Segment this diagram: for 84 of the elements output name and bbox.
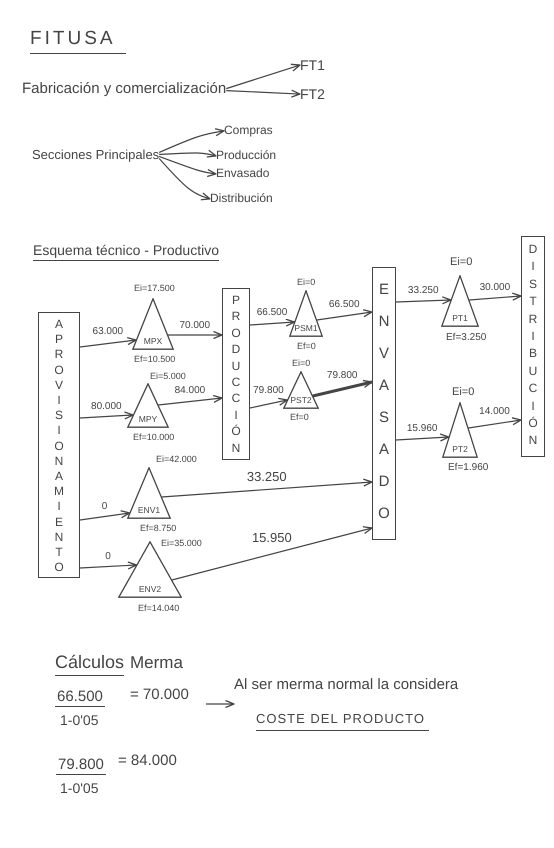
fraction-numerator: 66.500 xyxy=(55,688,105,708)
text-label: FT1 xyxy=(300,57,325,74)
vertical-label: PRODUCCIÓN xyxy=(230,292,242,456)
annotation-text: Ef=10.000 xyxy=(133,432,174,442)
annotation-text: Ei=0 xyxy=(452,386,474,399)
arrow xyxy=(172,526,373,581)
arrow xyxy=(469,292,522,301)
arrow xyxy=(80,336,137,348)
text-label: Fabricación y comercialización xyxy=(22,80,226,98)
arrow xyxy=(158,156,217,178)
text-label: Secciones Principales xyxy=(32,148,160,163)
vertical-label: DISTRIBUCIÓN xyxy=(528,241,538,450)
note-text: COSTE DEL PRODUCTO xyxy=(256,712,429,731)
annotation-text: Ei=0 xyxy=(297,277,316,288)
annotation-text: Ei=0 xyxy=(292,358,310,368)
node-label: PT2 xyxy=(452,445,468,455)
text-label: Producción xyxy=(216,149,276,163)
edge-label: 80.000 xyxy=(90,400,123,412)
arrow xyxy=(226,64,301,90)
page-title: FITUSA xyxy=(30,28,126,54)
node-label: MPX xyxy=(144,337,162,347)
arrow xyxy=(468,417,522,429)
arrow xyxy=(396,296,452,304)
vertical-label: APROVISIONAMIENTO xyxy=(54,317,64,576)
arrow xyxy=(80,510,130,521)
edge-label: 0 xyxy=(100,500,108,512)
edge-label: 66.500 xyxy=(328,298,361,310)
text-label: FT2 xyxy=(300,86,325,102)
edge-label: 70.000 xyxy=(178,320,212,332)
annotation-text: Ef=8.750 xyxy=(140,523,176,534)
text-label: Distribución xyxy=(210,192,273,206)
arrow xyxy=(158,158,211,200)
process-column xyxy=(372,267,396,540)
edge-label: 84.000 xyxy=(174,384,206,396)
edge-label: 15.950 xyxy=(250,530,293,546)
equation-result: = 84.000 xyxy=(118,752,177,770)
annotation-text: Ei=0 xyxy=(450,256,472,269)
node-label: ENV2 xyxy=(138,585,162,595)
equation-result: = 70.000 xyxy=(130,686,189,704)
section-heading: Cálculos xyxy=(55,652,124,676)
arrow xyxy=(250,398,288,409)
arrow xyxy=(168,330,223,340)
arrow xyxy=(162,478,373,498)
fraction-denominator: 1-0'05 xyxy=(60,780,98,796)
annotation-text: Ei=5.000 xyxy=(150,371,186,382)
edge-label: 15.960 xyxy=(406,422,438,434)
vertical-label: ENVASADO xyxy=(378,280,390,524)
arrow xyxy=(158,128,225,154)
note-text: Al ser merma normal la considera xyxy=(234,676,458,694)
annotation-text: Ei=35.000 xyxy=(161,538,202,548)
section-heading: Esquema técnico - Productivo xyxy=(33,242,219,262)
fraction-denominator: 1-0'05 xyxy=(60,712,98,728)
process-column xyxy=(222,288,250,460)
annotation-text: Ei=17.500 xyxy=(134,283,175,294)
annotation-text: Ef=1.960 xyxy=(448,462,488,474)
arrow xyxy=(396,433,450,442)
arrow xyxy=(80,561,138,570)
annotation-text: Ef=10.500 xyxy=(134,354,176,364)
arrow xyxy=(312,380,373,398)
node-label: ENV1 xyxy=(138,506,160,516)
node-label: PT1 xyxy=(452,314,468,324)
annotation-text: Ef=0 xyxy=(290,412,309,422)
node-label: MPY xyxy=(138,415,158,425)
annotation-text: Ef=0 xyxy=(297,341,316,352)
node-label: PST2 xyxy=(290,396,312,406)
fraction-numerator: 79.800 xyxy=(56,756,106,776)
arrow xyxy=(159,150,217,158)
arrow xyxy=(250,318,296,327)
process-column xyxy=(521,236,545,457)
node-label: PSM1 xyxy=(294,324,318,334)
arrow xyxy=(316,309,373,321)
section-heading: Merma xyxy=(130,653,183,673)
arrow xyxy=(80,411,134,420)
annotation-text: Ei=42.000 xyxy=(156,454,197,464)
arrow xyxy=(158,394,223,406)
arrow xyxy=(206,700,235,708)
arrow xyxy=(226,90,301,98)
text-label: Compras xyxy=(224,124,273,138)
text-label: Envasado xyxy=(216,167,270,181)
process-column xyxy=(38,312,80,578)
annotation-text: Ef=3.250 xyxy=(446,332,486,344)
annotation-text: Ef=14.040 xyxy=(138,603,180,614)
edge-label: 30.000 xyxy=(478,282,512,294)
edge-label: 66.500 xyxy=(256,307,288,319)
